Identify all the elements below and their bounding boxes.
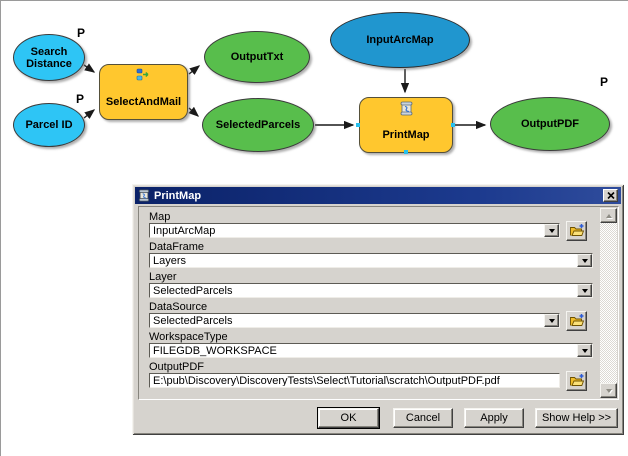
node-input-arcmap[interactable]: InputArcMap [330,12,470,68]
open-folder-plus-icon [569,374,584,386]
field-outputpdf: OutputPDF [149,359,618,391]
field-label: DataFrame [149,241,205,253]
node-parcel-id[interactable]: Parcel ID [13,103,85,147]
script-tool-icon [400,101,413,117]
dropdown-arrow-icon[interactable] [577,344,592,357]
parameters-panel: Map InputArcMap Dat [138,206,619,400]
browse-button-outputpdf[interactable] [566,371,587,391]
scrollbar[interactable] [600,208,617,398]
map-combobox[interactable]: InputArcMap [149,223,560,238]
model-tool-icon [136,68,151,84]
show-help-button[interactable]: Show Help >> [535,408,618,428]
node-print-map[interactable]: PrintMap [359,97,453,153]
printmap-dialog: PrintMap Map InputArcMap [132,184,624,435]
combobox-value: SelectedParcels [153,315,233,327]
outputpdf-input[interactable] [153,375,556,386]
apply-button[interactable]: Apply [464,408,524,428]
dialog-script-icon [138,189,150,202]
field-workspacetype: WorkspaceType FILEGDB_WORKSPACE [149,329,618,359]
node-output-txt[interactable]: OutputTxt [204,31,310,83]
browse-button-datasource[interactable] [566,311,587,331]
node-label: OutputPDF [520,118,580,130]
node-search-distance[interactable]: Search Distance [13,34,85,81]
node-label: SelectAndMail [105,95,182,108]
connector-selectandmail-outputtxt [188,65,201,75]
node-label: PrintMap [382,128,430,141]
node-output-pdf[interactable]: OutputPDF [490,97,610,151]
scroll-up-button[interactable] [600,208,617,223]
field-layer: Layer SelectedParcels [149,269,618,299]
connector-selectandmail-selectedparcels [188,106,200,117]
field-label: WorkspaceType [149,331,228,343]
close-button[interactable] [603,189,618,202]
dialog-title: PrintMap [154,189,202,202]
combobox-value: SelectedParcels [153,285,233,297]
connector-parcelid-selectandmail [83,109,96,119]
dropdown-arrow-icon[interactable] [577,254,592,267]
layer-combobox[interactable]: SelectedParcels [149,283,593,298]
field-label: DataSource [149,301,208,313]
connection-handle [451,123,455,127]
node-label: Search Distance [26,45,72,70]
connection-handle [404,150,408,154]
node-label: OutputTxt [230,51,284,63]
close-icon [606,192,615,199]
combobox-value: FILEGDB_WORKSPACE [153,345,277,357]
cancel-button[interactable]: Cancel [393,408,453,428]
field-datasource: DataSource SelectedParcels [149,299,618,331]
dropdown-arrow-icon[interactable] [544,224,559,237]
node-selected-parcels[interactable]: SelectedParcels [202,98,314,152]
dataframe-combobox[interactable]: Layers [149,253,593,268]
field-label: Map [149,211,171,223]
dropdown-arrow-icon[interactable] [544,314,559,327]
connector-searchdistance-selectandmail [83,63,96,73]
field-map: Map InputArcMap [149,209,618,241]
field-label: Layer [149,271,177,283]
dialog-titlebar[interactable]: PrintMap [135,187,621,204]
open-folder-plus-icon [569,314,584,326]
field-dataframe: DataFrame Layers [149,239,618,269]
open-folder-plus-icon [569,224,584,236]
dropdown-arrow-icon[interactable] [577,284,592,297]
scroll-down-button[interactable] [600,383,617,398]
node-label: InputArcMap [366,34,434,46]
node-label: SelectedParcels [215,119,301,131]
ok-button[interactable]: OK [317,407,380,429]
node-label: Parcel ID [25,119,73,131]
connection-handle [356,123,360,127]
combobox-value: InputArcMap [153,225,216,237]
browse-button-map[interactable] [566,221,587,241]
param-marker-output-pdf: P [600,75,609,89]
scroll-down-icon [605,388,612,393]
outputpdf-textbox[interactable] [149,373,560,388]
combobox-value: Layers [153,255,187,267]
datasource-combobox[interactable]: SelectedParcels [149,313,560,328]
scroll-up-icon [605,213,612,218]
param-marker-search-distance: P [77,26,86,40]
node-select-and-mail[interactable]: SelectAndMail [99,64,188,120]
field-label: OutputPDF [149,361,205,373]
workspacetype-combobox[interactable]: FILEGDB_WORKSPACE [149,343,593,358]
param-marker-parcel-id: P [76,92,85,106]
